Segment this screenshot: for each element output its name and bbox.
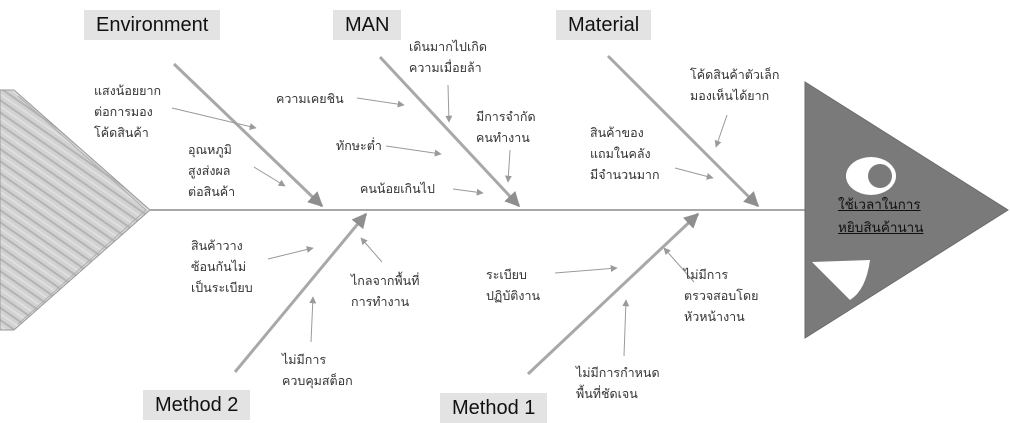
- cause-method2-no-stock-control: ไม่มีการควบคุมสต็อก: [282, 352, 353, 388]
- cause-method2-far-area: ไกลจากพื้นที่การทำงาน: [351, 273, 420, 309]
- bone-method1: [526, 212, 700, 376]
- cause-env-low-light: แสงน้อยยากต่อการมองโค้ดสินค้า: [94, 83, 162, 140]
- cause-method2-stacked: สินค้าวางซ้อนกันไม่เป็นระเบียบ: [191, 238, 253, 295]
- cause-man-too-few: คนน้อยเกินไป: [360, 181, 435, 196]
- cause-env-temperature: อุณหภูมิสูงส่งผลต่อสินค้า: [188, 142, 236, 199]
- cause-material-small-code: โค้ดสินค้าตัวเล็กมองเห็นได้ยาก: [690, 67, 780, 103]
- cause-method1-no-area: ไม่มีการกำหนดพื้นที่ชัดเจน: [576, 365, 660, 401]
- fish-mouth-icon: [812, 260, 870, 300]
- bone-material: [606, 54, 760, 208]
- cause-method1-no-supervisor-check: ไม่มีการตรวจสอบโดยหัวหน้างาน: [684, 267, 759, 324]
- bone-man: [378, 55, 521, 208]
- cause-man-familiarity: ความเคยชิน: [276, 91, 344, 106]
- cause-man-low-skill: ทักษะต่ำ: [336, 138, 382, 153]
- cause-arrows: [171, 84, 728, 357]
- cause-method1-procedure: ระเบียบปฏิบัติงาน: [486, 267, 541, 303]
- cause-material-bonus-stock: สินค้าของแถมในคลังมีจำนวนมาก: [590, 125, 660, 182]
- bone-method2: [233, 212, 368, 373]
- category-method2: Method 2: [143, 390, 251, 420]
- effect-label: ใช้เวลาในการ หยิบสินค้านาน: [838, 197, 924, 236]
- cause-man-limited-staff: มีการจำกัดคนทำงาน: [476, 109, 536, 145]
- category-environment: Environment: [84, 10, 221, 40]
- fish-tail: [0, 89, 151, 331]
- cause-man-fatigue: เดินมากไปเกิดความเมื่อยล้า: [409, 39, 487, 75]
- category-man: MAN: [333, 10, 402, 40]
- bone-environment: [172, 62, 324, 208]
- category-material: Material: [556, 10, 652, 40]
- category-method1: Method 1: [440, 393, 548, 423]
